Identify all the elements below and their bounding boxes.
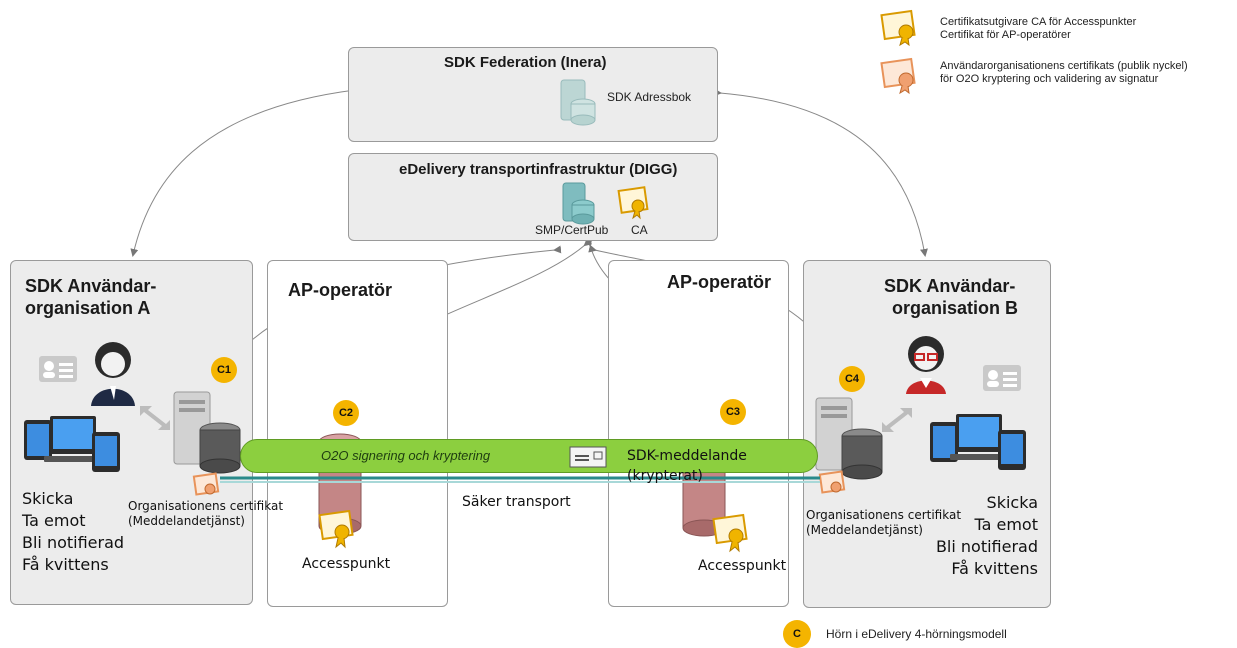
ap-operator-left-box: AP-operatör (267, 260, 448, 607)
edelivery-box: eDelivery transportinfrastruktur (DIGG) … (348, 153, 718, 241)
pipe-left-text: O2O signering och kryptering (321, 448, 491, 463)
o2o-encryption-pipe: O2O signering och kryptering SDK-meddela… (240, 439, 818, 484)
org-b-title-line2: organisation B (892, 298, 1019, 318)
corner-c2-badge: C2 (333, 400, 359, 426)
org-a-title-line1: SDK Användar- (25, 276, 157, 296)
org-a-action-notified: Bli notifierad (22, 533, 125, 552)
org-b-actions: Skicka Ta emot Bli notifierad Få kvitten… (920, 492, 1038, 580)
smp-server-icon (562, 182, 595, 225)
id-card-icon (39, 356, 77, 382)
user-avatar-icon (91, 342, 135, 406)
org-a-certificate-icon (192, 472, 220, 496)
org-b-cert-line2: (Meddelandetjänst) (806, 523, 923, 537)
corner-c3-badge: C3 (720, 399, 746, 425)
legend-ca-certificate-icon (880, 9, 916, 47)
user-b-avatar-icon (906, 336, 946, 394)
sdk-federation-box: SDK Federation (Inera) SDK Adressbok (348, 47, 718, 142)
ap-left-label: Accesspunkt (302, 556, 391, 572)
ap-operator-right-box: AP-operatör (608, 260, 789, 607)
org-a-action-send: Skicka (22, 489, 74, 508)
address-book-label: SDK Adressbok (607, 90, 692, 104)
legend-ca-line2: Certifikat för AP-operatörer (940, 29, 1071, 41)
federation-title: SDK Federation (Inera) (444, 54, 607, 71)
devices-icon (24, 416, 120, 472)
message-envelope-icon (569, 446, 607, 468)
legend-org-line2: för O2O kryptering och validering av sig… (940, 73, 1159, 85)
org-a-action-receive: Ta emot (22, 511, 86, 530)
id-card-b-icon (983, 365, 1021, 391)
pipe-right-text: SDK-meddelande (krypterat) (627, 448, 747, 484)
corner-c4-badge: C4 (839, 366, 865, 392)
org-a-cert-label: Organisationens certifikat (Meddelandetj… (128, 499, 283, 529)
org-a-cert-line2: (Meddelandetjänst) (128, 514, 245, 528)
ca-certificate-icon (617, 186, 649, 220)
legend-ca-text: Certifikatsutgivare CA för Accesspunkter… (940, 16, 1136, 42)
legend-org-certificate-icon (880, 57, 916, 95)
ap-left-title: AP-operatör (288, 280, 393, 300)
ap-right-title: AP-operatör (667, 272, 772, 292)
edelivery-title: eDelivery transportinfrastruktur (DIGG) (399, 161, 678, 178)
address-book-server-icon (560, 79, 596, 126)
ap-right-certificate-icon (712, 513, 748, 553)
org-b-certificate-icon (818, 470, 846, 494)
devices-b-icon (930, 414, 1026, 470)
secure-transport-label: Säker transport (462, 494, 571, 510)
org-a-actions: Skicka Ta emot Bli notifierad Få kvitten… (22, 488, 124, 576)
org-a-title-line2: organisation A (25, 298, 151, 318)
org-b-title-line1: SDK Användar- (884, 276, 1016, 296)
ap-left-certificate-icon (318, 509, 354, 549)
legend-ca-line1: Certifikatsutgivare CA för Accesspunkter (940, 16, 1137, 28)
legend-org-line1: Användarorganisationens certifikats (pub… (940, 60, 1188, 72)
org-b-action-receive: Ta emot (974, 515, 1038, 534)
legend-org-text: Användarorganisationens certifikats (pub… (940, 60, 1188, 86)
legend-corner-text: Hörn i eDelivery 4-hörningsmodell (826, 627, 1007, 641)
smp-label: SMP/CertPub (535, 223, 609, 237)
ap-right-label: Accesspunkt (698, 558, 787, 574)
bidirectional-arrow-b-icon (882, 408, 912, 432)
org-b-action-notified: Bli notifierad (935, 537, 1038, 556)
ca-label: CA (631, 223, 648, 237)
org-a-action-receipt: Få kvittens (22, 555, 109, 574)
org-a-server-icon (173, 391, 241, 474)
bidirectional-arrow-icon (140, 406, 170, 430)
org-b-cert-label: Organisationens certifikat (Meddelandetj… (806, 508, 961, 538)
org-a-cert-line1: Organisationens certifikat (128, 499, 284, 513)
corner-c1-badge: C1 (211, 357, 237, 383)
org-b-action-send: Skicka (986, 493, 1038, 512)
legend-corner-badge: C (783, 620, 811, 648)
org-b-cert-line1: Organisationens certifikat (806, 508, 962, 522)
org-b-action-receipt: Få kvittens (951, 559, 1038, 578)
